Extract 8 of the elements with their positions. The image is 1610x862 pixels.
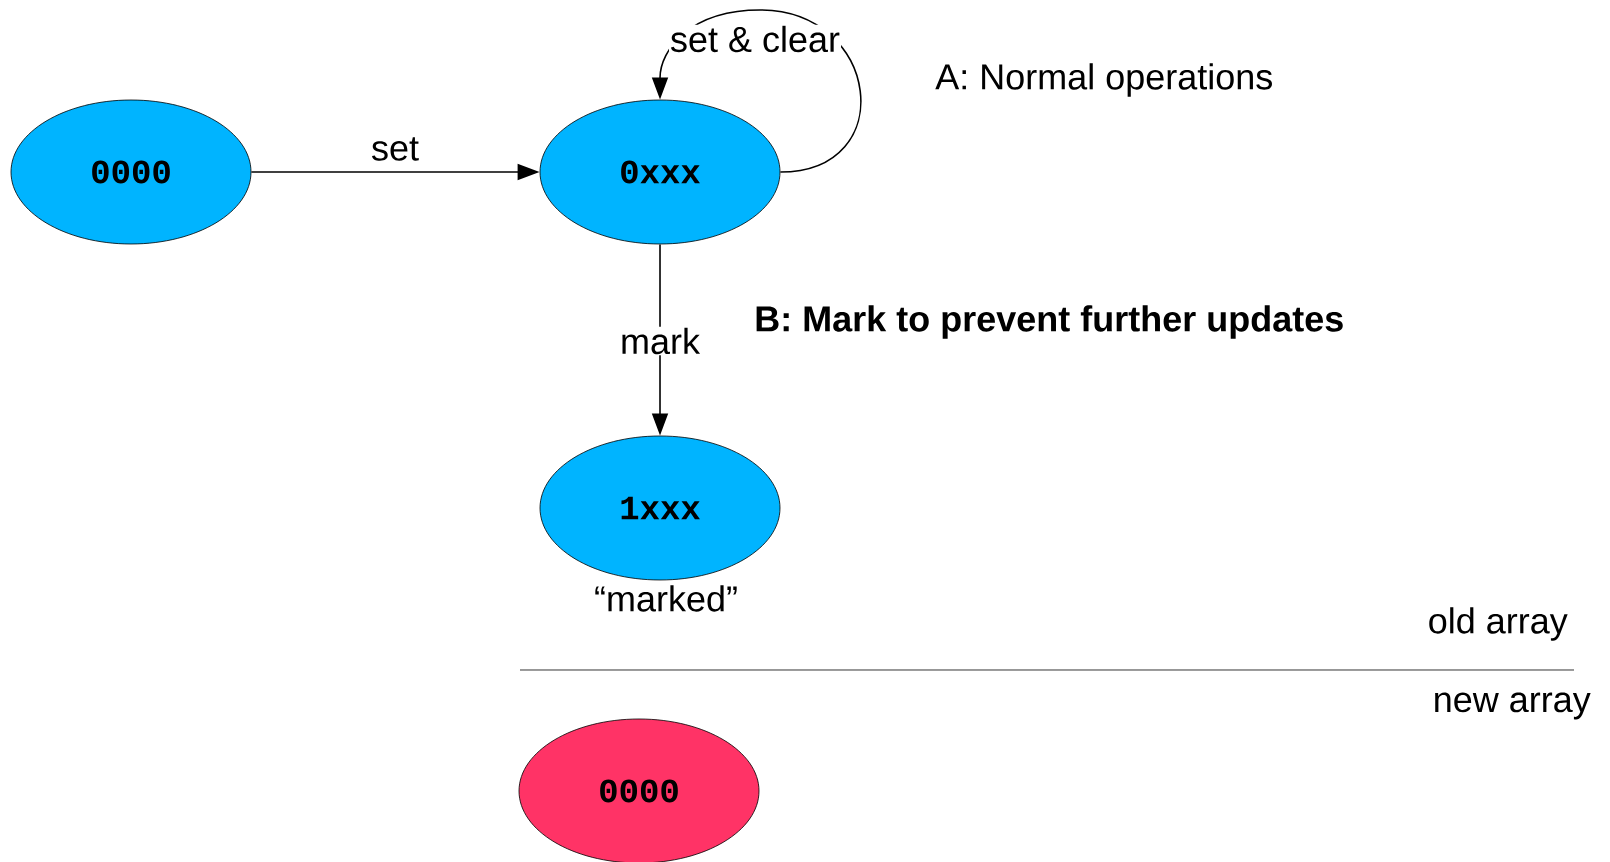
note-text: B: Mark to prevent further updates	[756, 305, 1343, 339]
note-text: old array	[1429, 607, 1568, 641]
note-text: A: Normal operations	[935, 63, 1272, 97]
state-caption: “marked”	[595, 585, 737, 612]
note-text: new array	[1435, 692, 1591, 720]
edge-label: mark	[619, 326, 701, 356]
edge-label: set	[370, 136, 420, 162]
edge-label: set & clear	[669, 24, 842, 54]
